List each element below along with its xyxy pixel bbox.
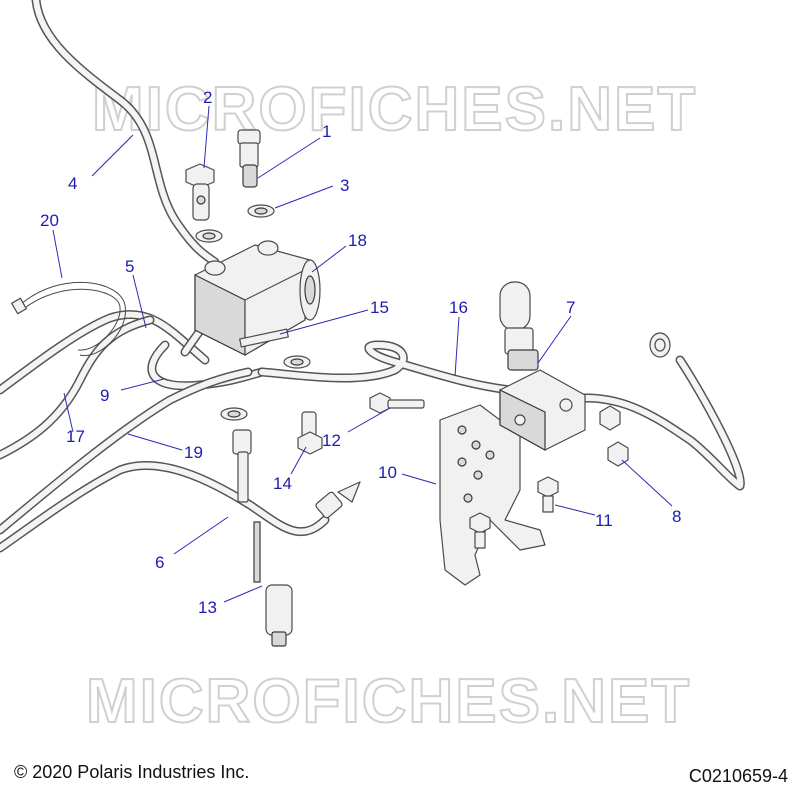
callout-20: 20 <box>40 211 59 230</box>
callout-14: 14 <box>273 474 292 493</box>
bolts-11 <box>469 476 559 549</box>
callout-18: 18 <box>348 231 367 250</box>
valve-7 <box>499 281 586 452</box>
nuts-8 <box>599 405 629 467</box>
sensor-13 <box>232 429 293 647</box>
watermark-top: MICROFICHES.NET <box>92 75 697 144</box>
callout-8: 8 <box>672 507 681 526</box>
bolt-15 <box>239 328 289 348</box>
brake-line-4 <box>31 0 220 267</box>
cable-tie-20 <box>11 282 126 356</box>
callout-3: 3 <box>340 176 349 195</box>
bracket-10 <box>439 404 546 586</box>
callout-17: 17 <box>66 427 85 446</box>
brake-line-6 <box>0 461 330 553</box>
washers-3 <box>195 204 311 421</box>
callout-7: 7 <box>566 298 575 317</box>
callout-6: 6 <box>155 553 164 572</box>
valve-block-18 <box>194 240 321 356</box>
callout-15: 15 <box>370 298 389 317</box>
brake-line-16 <box>257 340 515 395</box>
watermark-bottom: MICROFICHES.NET <box>86 667 691 736</box>
copyright-text: © 2020 Polaris Industries Inc. <box>14 762 250 782</box>
leader-lines <box>52 105 673 603</box>
callout-13: 13 <box>198 598 217 617</box>
callout-1: 1 <box>322 122 331 141</box>
callout-5: 5 <box>125 257 134 276</box>
callout-10: 10 <box>378 463 397 482</box>
callout-9: 9 <box>100 386 109 405</box>
brake-line-right <box>560 332 745 491</box>
brake-line-19 <box>0 367 253 535</box>
bolt-12 <box>369 392 425 414</box>
callout-2: 2 <box>203 88 212 107</box>
line-6-fitting <box>315 481 361 519</box>
callout-11: 11 <box>595 511 613 530</box>
callout-16: 16 <box>449 298 468 317</box>
adapter-14 <box>297 411 323 455</box>
callout-4: 4 <box>68 174 77 193</box>
banjo-bolt-2 <box>185 163 215 221</box>
callout-19: 19 <box>184 443 203 462</box>
brake-line-5 <box>0 309 210 395</box>
pressure-switch-1 <box>237 129 261 188</box>
callout-labels: 1 2 3 4 5 6 7 8 9 10 11 12 13 14 15 16 1… <box>40 88 681 617</box>
figure-id: C0210659-4 <box>688 766 788 786</box>
callout-12: 12 <box>322 431 341 450</box>
